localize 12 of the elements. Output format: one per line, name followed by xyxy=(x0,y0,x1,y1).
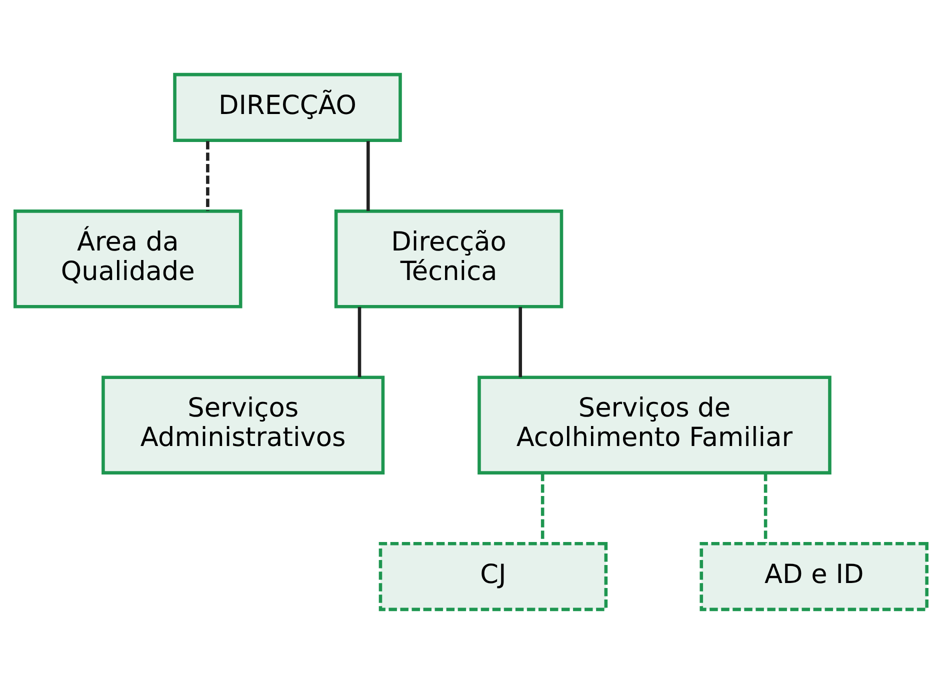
connector xyxy=(358,306,362,377)
connector xyxy=(518,306,522,377)
node-box: Serviços Administrativos xyxy=(102,375,385,474)
node-box: Direcção Técnica xyxy=(334,209,564,308)
connector xyxy=(366,140,370,211)
node-box: Serviços de Acolhimento Familiar xyxy=(478,375,832,474)
connector xyxy=(764,472,768,543)
node-box: DIRECÇÃO xyxy=(173,72,402,142)
node-box: CJ xyxy=(378,541,608,611)
node-box: Área da Qualidade xyxy=(14,209,242,308)
connector xyxy=(206,140,210,211)
node-box: AD e ID xyxy=(700,541,928,611)
